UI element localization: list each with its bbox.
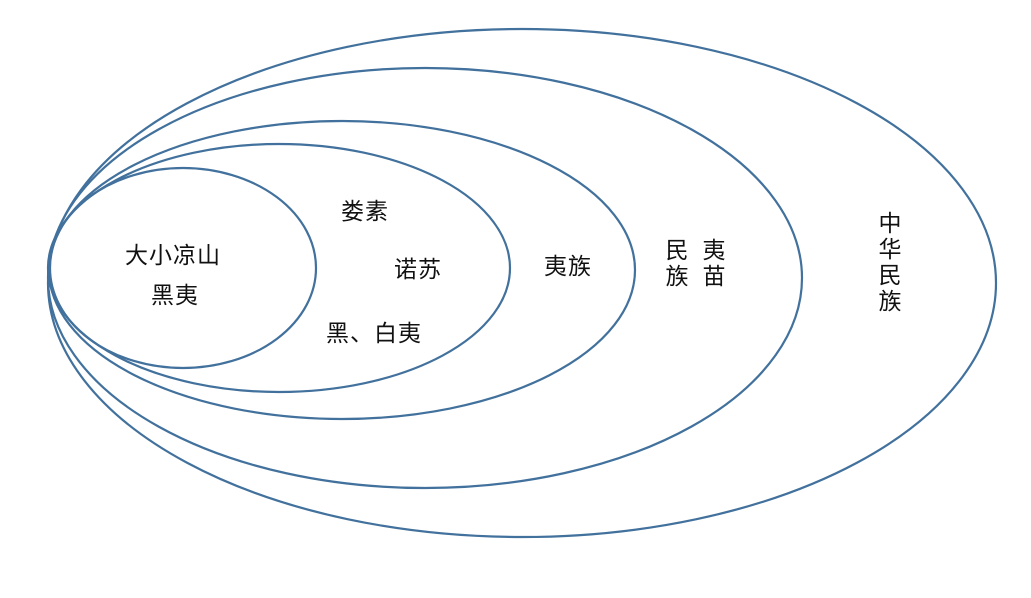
label-heiyi: 黑夷	[151, 283, 199, 309]
label-lousu: 娄素	[341, 199, 389, 225]
label-yimiao-vertical: 夷苗	[702, 238, 726, 290]
label-daxiao-liangshan: 大小凉山	[125, 243, 221, 269]
label-minzu-vertical: 民族	[665, 238, 689, 290]
ring-nuosu	[46, 142, 512, 394]
ring-daxiao-liangshan	[48, 166, 318, 370]
label-yizu: 夷族	[544, 254, 592, 280]
label-hei-baiyi: 黑、白夷	[326, 321, 422, 347]
label-nuosu: 诺苏	[394, 257, 442, 283]
label-zhonghua-minzu-vertical: 中华民族	[878, 211, 902, 315]
